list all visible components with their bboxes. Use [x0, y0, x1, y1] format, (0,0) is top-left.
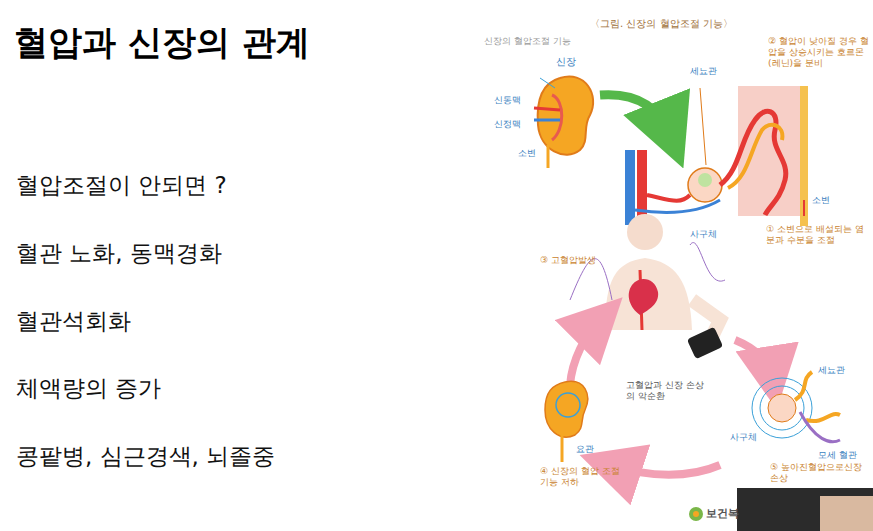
figure-label: 소변 — [812, 195, 830, 206]
figure-label: 사구체 — [730, 432, 757, 443]
figure-label: 소변 — [518, 148, 536, 159]
bullet-text: 콩팥병, 심근경색, 뇌졸중 — [16, 443, 275, 471]
bullet-text: 혈관석회화 — [16, 308, 131, 336]
figure-caption: 〈그림. 신장의 혈압조절 기능〉 — [590, 18, 733, 30]
figure-label: ① 소변으로 배설되는 염분과 수분을 조절 — [766, 224, 868, 246]
figure-label: 모세 혈관 — [818, 450, 857, 461]
figure-label: ④ 신장의 혈압 조절기능 저하 — [540, 466, 628, 488]
figure-label: 신동맥 — [494, 95, 521, 106]
figure-label: 고혈압과 신장 손상의 악순환 — [626, 380, 710, 402]
bullet-text: 체액량의 증가 — [16, 375, 161, 403]
slide-title: 혈압과 신장의 관계 — [14, 22, 310, 63]
bullet-text: 혈압조절이 안되면 ? — [16, 172, 227, 200]
figure-label: 신장 — [556, 56, 576, 68]
figure-label: 세뇨관 — [690, 66, 717, 77]
bullet-text: 혈관 노화, 동맥경화 — [16, 240, 222, 268]
figure-label: 요관 — [576, 444, 594, 455]
figure-label: ② 혈압이 낮아질 경우 혈압을 상승시키는 호르몬(레닌)을 분비 — [768, 36, 870, 68]
figure-label: 세뇨관 — [818, 365, 845, 376]
figure-label: 사구체 — [690, 229, 717, 240]
figure-label: ③ 고혈압발생 — [540, 255, 596, 266]
figure-label: ⑤ 높아진혈압으로신장 손상 — [770, 462, 866, 484]
figure-label: 보건복 — [706, 507, 739, 520]
figure-label: 신정맥 — [494, 119, 521, 130]
figure-label: 신장의 혈압조절 기능 — [484, 36, 571, 47]
